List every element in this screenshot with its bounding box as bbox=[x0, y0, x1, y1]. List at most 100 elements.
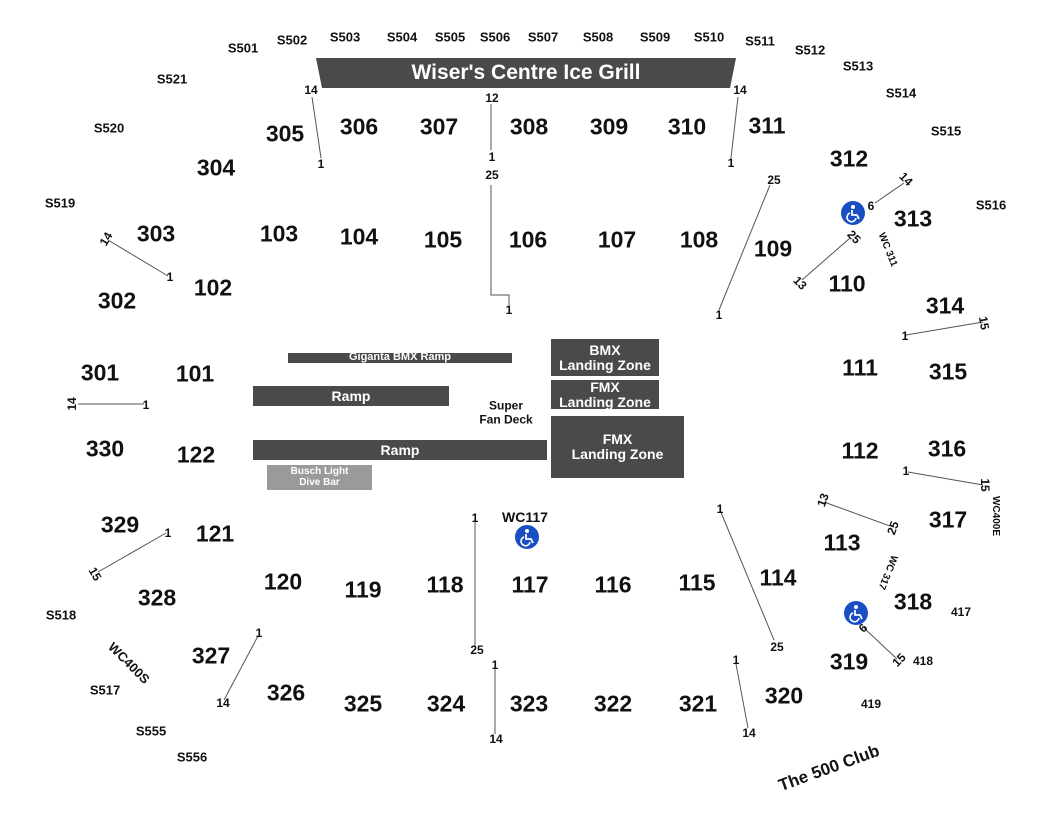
suite-s521[interactable]: S521 bbox=[156, 71, 188, 87]
section-115[interactable]: 115 bbox=[678, 569, 716, 596]
ramp-lower: Ramp bbox=[253, 440, 547, 460]
suite-s520[interactable]: S520 bbox=[93, 120, 125, 136]
suite-s516[interactable]: S516 bbox=[975, 197, 1007, 213]
suite-s508[interactable]: S508 bbox=[582, 29, 614, 45]
suite-s502[interactable]: S502 bbox=[276, 32, 308, 48]
suite-s519[interactable]: S519 bbox=[44, 195, 76, 211]
section-117[interactable]: 117 bbox=[511, 571, 549, 598]
suite-s503[interactable]: S503 bbox=[329, 29, 361, 45]
section-101[interactable]: 101 bbox=[175, 360, 215, 387]
giganta-bmx-ramp: Giganta BMX Ramp bbox=[288, 351, 512, 363]
suite-s505[interactable]: S505 bbox=[434, 29, 466, 45]
section-320[interactable]: 320 bbox=[764, 682, 804, 709]
bmx-landing-zone: BMX Landing Zone bbox=[551, 339, 659, 376]
section-326[interactable]: 326 bbox=[266, 679, 306, 706]
suite-s518[interactable]: S518 bbox=[45, 607, 77, 623]
section-118[interactable]: 118 bbox=[426, 571, 464, 598]
section-120[interactable]: 120 bbox=[263, 568, 303, 595]
suite-s515[interactable]: S515 bbox=[930, 123, 962, 139]
wc117-label: WC117 bbox=[502, 509, 548, 525]
section-329[interactable]: 329 bbox=[100, 511, 140, 538]
section-318[interactable]: 318 bbox=[893, 588, 933, 615]
super-fan-deck[interactable]: Super Fan Deck bbox=[479, 398, 533, 427]
section-112[interactable]: 112 bbox=[841, 437, 879, 464]
section-308[interactable]: 308 bbox=[509, 113, 549, 140]
section-322[interactable]: 322 bbox=[593, 690, 633, 717]
busch-light-dive-bar[interactable]: Busch Light Dive Bar bbox=[267, 465, 372, 490]
row-306-bottom: 1 bbox=[488, 150, 496, 164]
section-110[interactable]: 110 bbox=[828, 270, 866, 297]
section-307[interactable]: 307 bbox=[419, 113, 459, 140]
section-316[interactable]: 316 bbox=[927, 435, 967, 462]
section-305[interactable]: 305 bbox=[265, 120, 305, 147]
suite-s556[interactable]: S556 bbox=[176, 749, 208, 765]
ramp-upper: Ramp bbox=[253, 386, 449, 406]
suite-s509[interactable]: S509 bbox=[639, 29, 671, 45]
centre-ice-grill-title[interactable]: Wiser's Centre Ice Grill bbox=[411, 61, 641, 84]
suite-s511[interactable]: S511 bbox=[745, 33, 775, 49]
section-321[interactable]: 321 bbox=[678, 690, 718, 717]
section-317[interactable]: 317 bbox=[928, 506, 968, 533]
section-102[interactable]: 102 bbox=[193, 274, 233, 301]
section-324[interactable]: 324 bbox=[426, 690, 466, 717]
suite-s507[interactable]: S507 bbox=[527, 29, 559, 45]
suite-s512[interactable]: S512 bbox=[794, 42, 826, 58]
section-108[interactable]: 108 bbox=[679, 226, 719, 253]
section-323[interactable]: 323 bbox=[509, 690, 549, 717]
section-304[interactable]: 304 bbox=[196, 154, 236, 181]
row-line-113 bbox=[823, 501, 891, 527]
suite-s501[interactable]: S501 bbox=[227, 40, 259, 56]
section-311[interactable]: 311 bbox=[748, 112, 786, 139]
suite-s514[interactable]: S514 bbox=[885, 85, 917, 101]
section-109[interactable]: 109 bbox=[753, 235, 793, 262]
section-310[interactable]: 310 bbox=[667, 113, 707, 140]
row-327-a: 1 bbox=[255, 626, 263, 640]
section-119[interactable]: 119 bbox=[344, 576, 382, 603]
section-302[interactable]: 302 bbox=[97, 287, 137, 314]
row-114-b: 25 bbox=[770, 640, 784, 654]
section-327[interactable]: 327 bbox=[191, 642, 231, 669]
section-419[interactable]: 419 bbox=[860, 697, 882, 711]
suite-s513[interactable]: S513 bbox=[842, 58, 874, 74]
section-309[interactable]: 309 bbox=[589, 113, 629, 140]
suite-s504[interactable]: S504 bbox=[386, 29, 418, 45]
section-105[interactable]: 105 bbox=[423, 226, 463, 253]
wheelchair-icon-313[interactable] bbox=[841, 201, 865, 225]
section-103[interactable]: 103 bbox=[259, 220, 299, 247]
suite-s517[interactable]: S517 bbox=[89, 682, 121, 698]
section-104[interactable]: 104 bbox=[339, 223, 379, 250]
row-line-110 bbox=[801, 237, 851, 281]
section-312[interactable]: 312 bbox=[829, 145, 869, 172]
row-314-a: 15 bbox=[975, 315, 993, 331]
section-315[interactable]: 315 bbox=[928, 358, 968, 385]
row-323-b: 14 bbox=[489, 732, 503, 746]
section-313[interactable]: 313 bbox=[893, 205, 933, 232]
section-301[interactable]: 301 bbox=[80, 359, 120, 386]
section-113[interactable]: 113 bbox=[823, 529, 861, 556]
suite-s510[interactable]: S510 bbox=[693, 29, 725, 45]
row-line-313 bbox=[874, 182, 905, 204]
section-330[interactable]: 330 bbox=[85, 435, 125, 462]
section-121[interactable]: 121 bbox=[195, 520, 235, 547]
section-306[interactable]: 306 bbox=[339, 113, 379, 140]
section-106[interactable]: 106 bbox=[508, 226, 548, 253]
section-314[interactable]: 314 bbox=[925, 292, 965, 319]
section-116[interactable]: 116 bbox=[594, 571, 632, 598]
section-111[interactable]: 111 bbox=[842, 354, 878, 381]
section-328[interactable]: 328 bbox=[137, 584, 177, 611]
section-325[interactable]: 325 bbox=[343, 690, 383, 717]
section-417[interactable]: 417 bbox=[950, 605, 972, 619]
section-319[interactable]: 319 bbox=[829, 648, 869, 675]
section-122[interactable]: 122 bbox=[176, 441, 216, 468]
wheelchair-icon-318[interactable] bbox=[844, 601, 868, 625]
section-107[interactable]: 107 bbox=[597, 226, 637, 253]
wheelchair-icon-117[interactable] bbox=[515, 525, 539, 549]
section-114[interactable]: 114 bbox=[759, 564, 797, 591]
row-305-bottom: 1 bbox=[317, 157, 325, 171]
suite-s555[interactable]: S555 bbox=[135, 723, 167, 739]
section-303[interactable]: 303 bbox=[136, 220, 176, 247]
suite-s506[interactable]: S506 bbox=[479, 29, 511, 45]
row-311-bottom: 1 bbox=[727, 156, 735, 170]
section-418[interactable]: 418 bbox=[912, 654, 934, 668]
